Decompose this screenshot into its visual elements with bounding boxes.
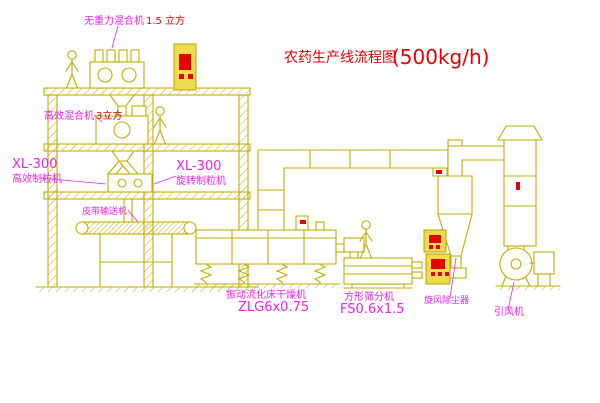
exhaust-duct bbox=[257, 149, 449, 231]
mixer-body bbox=[89, 61, 145, 89]
vibration-spring bbox=[313, 263, 327, 285]
label-dryer-model: ZLG6x0.75 bbox=[238, 300, 309, 315]
building-column bbox=[47, 94, 58, 288]
label-fan: 引风机 bbox=[494, 305, 524, 318]
granulator-roller bbox=[133, 178, 143, 188]
leader-line bbox=[127, 209, 139, 223]
fan-support bbox=[525, 277, 531, 287]
cabinet-button bbox=[436, 245, 440, 249]
leader-line bbox=[507, 281, 515, 311]
cabinet-button bbox=[438, 272, 442, 276]
fan-hub bbox=[510, 258, 522, 270]
mixer-body bbox=[95, 115, 149, 145]
cabinet-button bbox=[179, 74, 184, 79]
ground-hatch bbox=[36, 287, 258, 292]
dimension-mark bbox=[300, 220, 306, 224]
mixer-port bbox=[106, 49, 116, 63]
stack-rain-cap bbox=[497, 125, 543, 141]
diagram-title-capacity: (500kg/h) bbox=[392, 45, 489, 69]
leader-line bbox=[93, 114, 103, 123]
label-dryer-name: 振动流化床干燥机 bbox=[226, 288, 306, 301]
duct-elbow bbox=[257, 149, 449, 231]
square-sieve bbox=[335, 237, 423, 289]
cabinet-button bbox=[188, 74, 193, 79]
dryer-base-hatch bbox=[194, 284, 340, 288]
control-cabinet-top bbox=[173, 43, 197, 91]
building-floor-slab bbox=[43, 143, 251, 152]
control-cabinet-right-1 bbox=[423, 229, 447, 253]
dimension-mark bbox=[516, 182, 520, 190]
vibration-spring bbox=[275, 263, 289, 285]
mixer-discharge-cone bbox=[108, 94, 136, 107]
duct-elbow-2 bbox=[447, 145, 505, 177]
fan-support bbox=[501, 275, 507, 287]
mixer-port bbox=[130, 49, 140, 63]
mixer-port bbox=[118, 49, 128, 63]
cabinet-display bbox=[429, 235, 441, 243]
sieve-feed-stub bbox=[335, 243, 345, 253]
fan-base-hatch bbox=[496, 286, 560, 290]
fan-motor bbox=[533, 251, 555, 275]
cabinet-button bbox=[429, 245, 433, 249]
cyclone-body bbox=[437, 175, 473, 215]
label-mixer-mid-capacity: 3立方 bbox=[96, 109, 122, 122]
person-figure bbox=[153, 106, 167, 145]
label-cyclone: 旋风除尘器 bbox=[424, 294, 469, 306]
label-granulator-mid-name: 旋转制粒机 bbox=[176, 174, 226, 187]
diagram-labels: 农药生产线流程图 (500kg/h) 无重力混合机 1.5 立方 高效混合机 3… bbox=[12, 14, 524, 318]
fan-scroll bbox=[499, 247, 533, 281]
high-efficiency-mixer bbox=[95, 105, 149, 175]
label-mixer-top: 无重力混合机 bbox=[84, 14, 144, 27]
building-floor-slab bbox=[43, 191, 251, 200]
leader-line bbox=[153, 175, 177, 185]
mixer-port bbox=[94, 49, 104, 63]
belt-conveyor bbox=[75, 221, 197, 288]
belt-band bbox=[81, 221, 191, 235]
mixer-screw bbox=[97, 67, 113, 83]
dimension-mark bbox=[436, 170, 442, 174]
sieve-feed-pipe bbox=[349, 251, 359, 259]
sieve-outlet-spout bbox=[411, 271, 423, 279]
cabinet-display bbox=[179, 54, 191, 70]
cabinet-button bbox=[445, 272, 449, 276]
label-belt-conveyor: 皮带输送机 bbox=[82, 205, 127, 217]
cyclone-dip-pipe bbox=[450, 255, 462, 269]
stack-body bbox=[503, 139, 537, 247]
leader-line bbox=[39, 177, 107, 185]
exhaust-stack bbox=[497, 125, 543, 247]
vibration-spring bbox=[237, 263, 251, 285]
label-granulator-left-name: 高效制粒机 bbox=[12, 172, 62, 185]
discharge-cone bbox=[110, 150, 136, 162]
control-cabinet-right-2 bbox=[425, 253, 451, 285]
mixer-screw bbox=[121, 67, 137, 83]
sieve-outlet-spout bbox=[411, 261, 423, 269]
cabinet-button bbox=[431, 272, 435, 276]
outlet-duct bbox=[447, 145, 505, 177]
label-sieve-model: FS0.6x1.5 bbox=[340, 302, 405, 317]
mixer-motor bbox=[131, 105, 147, 117]
dryer-top-port bbox=[315, 221, 325, 231]
label-granulator-mid-model: XL-300 bbox=[176, 159, 221, 174]
person-figure bbox=[65, 50, 79, 89]
gravity-mixer bbox=[89, 49, 145, 117]
label-mixer-mid: 高效混合机 bbox=[44, 109, 94, 122]
belt-pulley bbox=[75, 221, 89, 235]
label-sieve-name: 方形筛分机 bbox=[344, 290, 394, 303]
building-floor-slab bbox=[43, 87, 251, 96]
granulator-body bbox=[107, 173, 153, 193]
diagram-title: 农药生产线流程图 bbox=[284, 50, 396, 66]
cabinet-display bbox=[431, 259, 445, 269]
leader-line bbox=[449, 257, 457, 299]
mixer-agitator bbox=[113, 121, 131, 139]
induced-draft-fan bbox=[495, 245, 561, 290]
granulator-roller bbox=[117, 178, 127, 188]
vibration-spring bbox=[199, 263, 213, 285]
belt-pulley bbox=[183, 221, 197, 235]
sieve-body bbox=[343, 257, 413, 285]
label-mixer-top-capacity: 1.5 立方 bbox=[146, 14, 185, 27]
leader-line bbox=[111, 25, 119, 49]
dryer-body bbox=[195, 229, 337, 265]
label-granulator-left-model: XL-300 bbox=[12, 157, 57, 172]
